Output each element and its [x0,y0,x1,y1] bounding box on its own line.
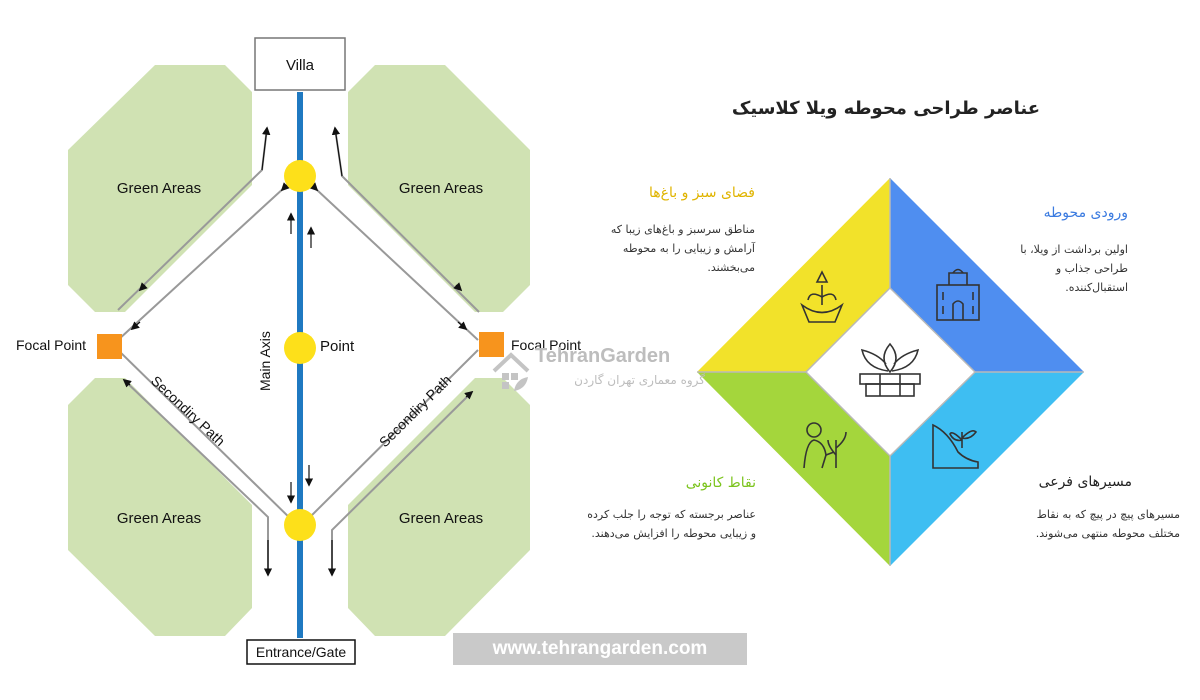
gardener-icon [803,422,847,469]
green-area-top-right [348,65,530,312]
point-middle [284,332,316,364]
design-elements-diamond [697,178,1084,566]
green-area-label-1: Green Areas [117,180,201,197]
villa-box [254,37,346,91]
point-bottom [284,509,316,541]
green-spaces-text: مناطق سرسبز و باغ‌های زیبا که آرامش و زی… [610,223,755,274]
entrance-heading: ورودی محوطه [1043,205,1128,221]
secondary-paths-heading: مسیرهای فرعی [1038,474,1132,490]
main-axis-label: Main Axis [257,331,273,391]
entrance-text: اولین برداشت از ویلا، با طراحی جذاب و اس… [1020,243,1128,294]
diamond-quadrant-focal-points [697,372,890,566]
mountain-plant-icon [932,423,979,469]
green-area-bottom-right [348,378,530,636]
green-area-label-2: Green Areas [399,180,483,197]
green-spaces-heading: فضای سبز و باغ‌ها [648,185,755,201]
watermark-brand: TehranGarden [535,345,671,367]
focal-point-right-label: Focal Point [511,337,581,353]
focal-points-text: عناصر برجسته که توجه را جلب کرده و زیبای… [587,508,756,540]
green-area-top-left [68,65,252,312]
villa-building-icon [936,268,980,321]
website-banner: www.tehrangarden.com [453,633,747,665]
green-area-label-4: Green Areas [399,510,483,527]
main-axis-line [297,92,303,638]
watermark: TehranGarden گروه معماری تهران گاردن [490,345,720,397]
diamond-quadrant-entrance [890,178,1084,372]
point-label: Point [320,338,355,355]
diamond-quadrant-green-spaces [697,178,890,372]
secondary-paths-text: مسیرهای پیچ در پیچ که به نقاط مختلف محوط… [1035,508,1180,540]
entrance-box [246,639,356,665]
point-top [284,160,316,192]
plant-pot-icon [800,270,844,323]
focal-point-right [479,332,504,357]
focal-point-left [97,334,122,359]
watermark-subtitle: گروه معماری تهران گاردن [574,373,705,387]
diagram-title: عناصر طراحی محوطه ویلا کلاسیک [731,98,1040,119]
lotus-icon [859,342,921,397]
focal-points-heading: نقاط کانونی [685,475,756,491]
house-leaf-logo-icon [492,352,530,391]
focal-point-left-label: Focal Point [16,337,86,353]
green-area-bottom-left [68,378,252,636]
diamond-quadrant-secondary-paths [890,372,1084,566]
green-area-label-3: Green Areas [117,510,201,527]
villa-label: Villa [286,57,315,74]
entrance-label: Entrance/Gate [256,644,346,660]
